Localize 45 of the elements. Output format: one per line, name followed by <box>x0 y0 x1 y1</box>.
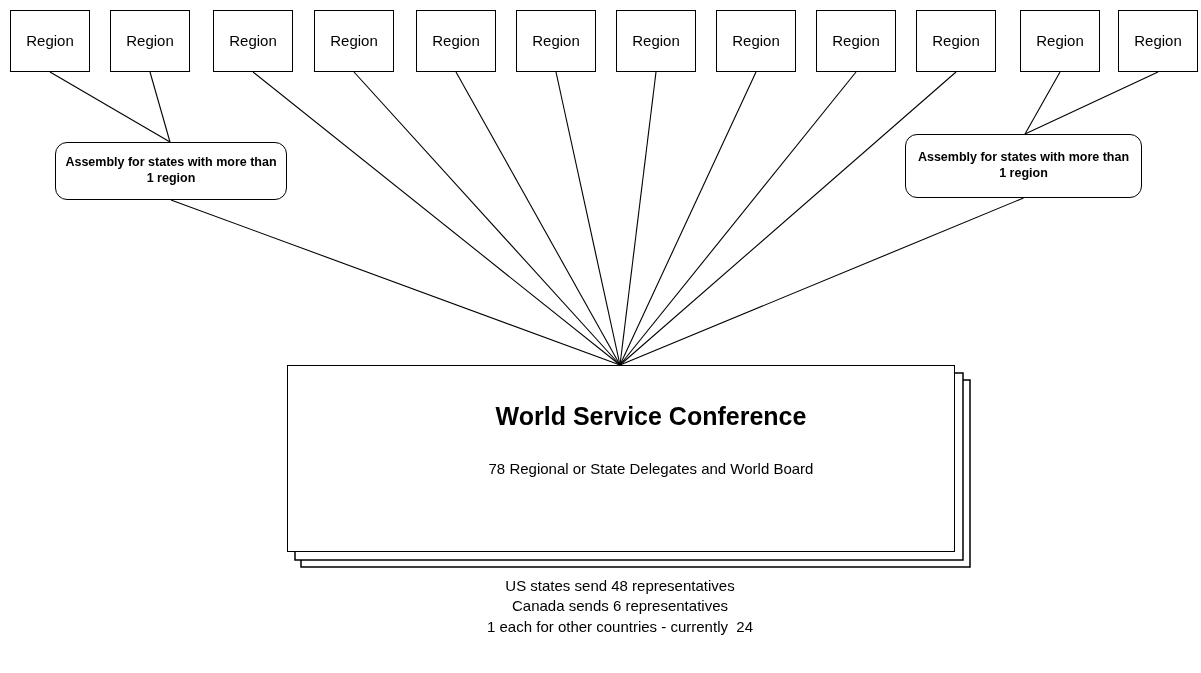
region-label: Region <box>126 30 174 51</box>
region-label: Region <box>1036 30 1084 51</box>
region-label: Region <box>632 30 680 51</box>
region-label: Region <box>532 30 580 51</box>
region-label: Region <box>26 30 74 51</box>
region-box <box>213 10 293 72</box>
connector-line <box>353 71 621 366</box>
connector-line <box>455 71 621 366</box>
note-text: Canada sends 6 representatives <box>512 596 728 617</box>
region-box <box>916 10 996 72</box>
connector-line <box>49 71 171 143</box>
region-label: Region <box>330 30 378 51</box>
region-label: Region <box>229 30 277 51</box>
assembly-box <box>55 142 287 200</box>
assembly-label: Assembly for states with more than 1 region <box>64 155 278 187</box>
region-box <box>10 10 90 72</box>
region-label: Region <box>932 30 980 51</box>
region-box <box>1020 10 1100 72</box>
region-box <box>816 10 896 72</box>
note-text: US states send 48 representatives <box>505 576 735 596</box>
connector-line <box>619 71 757 366</box>
region-label: Region <box>832 30 880 51</box>
conference-title: World Service Conference <box>495 401 807 432</box>
region-box <box>110 10 190 72</box>
region-box <box>516 10 596 72</box>
region-label: Region <box>432 30 480 51</box>
region-box <box>616 10 696 72</box>
connector-line <box>619 197 1025 366</box>
region-box <box>314 10 394 72</box>
region-box <box>1118 10 1198 72</box>
connector-line <box>170 199 621 366</box>
connector-line <box>619 71 957 366</box>
assembly-box <box>905 134 1142 198</box>
region-box <box>716 10 796 72</box>
region-label: Region <box>732 30 780 51</box>
connector-line <box>1024 71 1061 135</box>
note-text: 1 each for other countries - currently 24 <box>487 616 753 637</box>
conference-description: 78 Regional or State Delegates and World Board <box>487 458 815 479</box>
assembly-label: Assembly for states with more than 1 region <box>916 150 1131 182</box>
region-box <box>416 10 496 72</box>
connector-line <box>555 71 621 366</box>
connector-line <box>1024 71 1159 135</box>
connector-line <box>619 71 857 366</box>
connector-line <box>149 71 171 143</box>
region-label: Region <box>1134 30 1182 51</box>
